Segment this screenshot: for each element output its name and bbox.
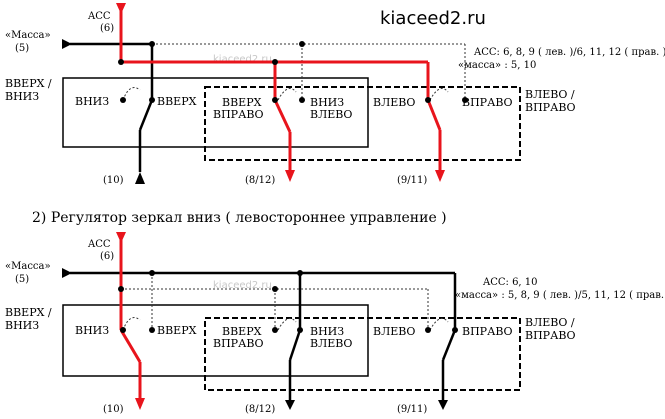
caption: 2) Регулятор зеркал вниз ( левостороннее… xyxy=(32,210,447,226)
dotted-wires-2 xyxy=(121,273,449,331)
info-line-2-2: «масса» : 5, 8, 9 ( лев. )/5, 11, 12 ( п… xyxy=(455,290,665,301)
watermark-small: kiaceed2.ru xyxy=(213,54,272,65)
switch2-left-label: ВЛЕВО xyxy=(310,108,352,121)
up-down-label-1: ВВЕРХ / xyxy=(5,77,52,90)
acc-label: ACC xyxy=(87,11,111,22)
switch3-left-label: ВЛЕВО xyxy=(373,96,415,109)
info-line-2: «масса» : 5, 10 xyxy=(458,60,536,71)
switch2-up-label-2: ВВЕРХ xyxy=(222,325,262,338)
left-right-switch-box-2 xyxy=(204,317,521,391)
left-right-label-1-2: ВЛЕВО / xyxy=(525,316,575,329)
switch3-right-label-2: ВПРАВО xyxy=(462,325,513,338)
diagram-2: kiaceed2.ru ACC (6) «Масса» (5) ВВЕРХ / … xyxy=(5,232,665,415)
left-right-label-1: ВЛЕВО / xyxy=(525,88,575,101)
switch3-left-label-2: ВЛЕВО xyxy=(373,325,415,338)
switch2-right-label: ВПРАВО xyxy=(213,108,264,121)
switch1-down-label: ВНИЗ xyxy=(75,95,109,108)
switch2-down-label-2: ВНИЗ xyxy=(310,325,344,338)
acc-pin-2: (6) xyxy=(100,251,114,262)
switch3-right-label: ВПРАВО xyxy=(462,96,513,109)
switch1-up-label: ВВЕРХ xyxy=(157,95,197,108)
up-down-switch-box xyxy=(62,77,369,148)
pin-bottom-3-2: (9/11) xyxy=(397,404,427,415)
left-right-switch-box xyxy=(204,86,521,161)
watermark-small-2: kiaceed2.ru xyxy=(213,280,272,291)
massa-label: «Масса» xyxy=(5,30,51,41)
pin-bottom-2: (8/12) xyxy=(245,175,275,186)
up-down-switch-box-2 xyxy=(62,304,369,377)
pin-bottom-3: (9/11) xyxy=(397,175,427,186)
massa-pin-2: (5) xyxy=(15,274,29,285)
up-down-label-1-2: ВВЕРХ / xyxy=(5,306,52,319)
pin-bottom-1-2: (10) xyxy=(103,404,124,415)
up-down-label-2: ВНИЗ xyxy=(5,90,39,103)
acc-pin: (6) xyxy=(100,23,114,34)
switch2-up-label: ВВЕРХ xyxy=(222,96,262,109)
diagram-1: kiaceed2.ru ACC (6) «Масса» (5) ВВЕРХ / … xyxy=(5,3,665,186)
switch2-down-label: ВНИЗ xyxy=(310,96,344,109)
ground-wires-2 xyxy=(62,268,457,400)
switch2-left-label-2: ВЛЕВО xyxy=(310,337,352,350)
info-line-1: ACC: 6, 8, 9 ( лев. )/6, 11, 12 ( прав. … xyxy=(473,47,665,58)
ground-wires xyxy=(62,39,154,172)
acc-wires-2 xyxy=(119,233,142,400)
left-right-label-2: ВПРАВО xyxy=(525,101,576,114)
left-right-label-2-2: ВПРАВО xyxy=(525,329,576,342)
pin-bottom-2-2: (8/12) xyxy=(245,404,275,415)
pin-bottom-1: (10) xyxy=(103,175,124,186)
ground-terminal-1 xyxy=(135,172,145,184)
acc-label-2: ACC xyxy=(87,239,111,250)
dotted-wires xyxy=(122,43,466,101)
switch1-up-label-2: ВВЕРХ xyxy=(157,324,197,337)
switch2-right-label-2: ВПРАВО xyxy=(213,337,264,350)
info-line-1-2: ACC: 6, 10 xyxy=(482,277,538,288)
switch1-down-label-2: ВНИЗ xyxy=(75,324,109,337)
massa-label-2: «Масса» xyxy=(5,261,51,272)
watermark: kiaceed2.ru xyxy=(380,8,486,29)
massa-pin: (5) xyxy=(15,43,29,54)
up-down-label-2-2: ВНИЗ xyxy=(5,319,39,332)
